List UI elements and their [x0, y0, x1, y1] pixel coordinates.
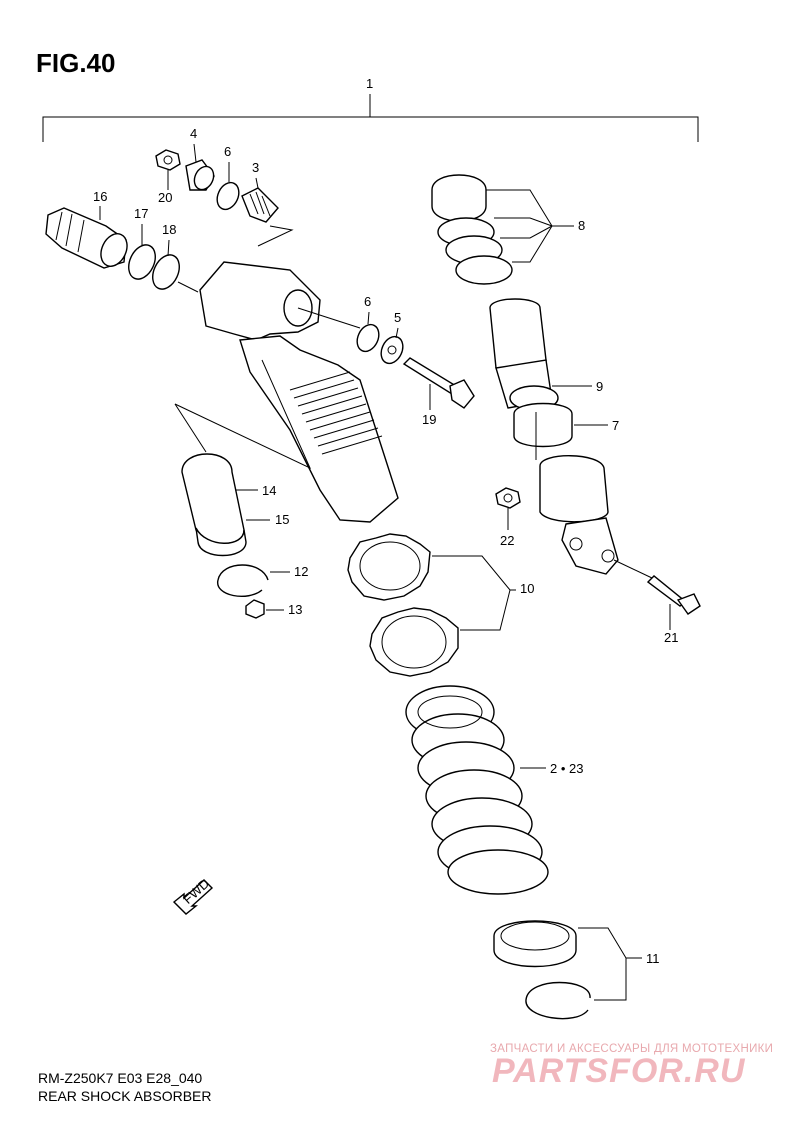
- part-5-collar: [380, 335, 404, 365]
- callout-22: 22: [500, 533, 514, 548]
- callout-16: 16: [93, 189, 107, 204]
- callout-19: 19: [422, 412, 436, 427]
- callout-4: 4: [190, 126, 197, 141]
- part-11-circlip: [525, 981, 591, 1020]
- callout-17: 17: [134, 206, 148, 221]
- callout-20: 20: [158, 190, 172, 205]
- part-20-nut: [155, 149, 181, 171]
- part-19-bolt: [402, 357, 475, 409]
- watermark-tagline: ЗАПЧАСТИ И АКСЕССУАРЫ ДЛЯ МОТОТЕХНИКИ: [490, 1043, 774, 1055]
- figure-title: FIG.40: [36, 48, 116, 78]
- part-17-o-ring: [128, 244, 156, 280]
- part-21-bolt: [646, 575, 701, 615]
- callout-11: 11: [646, 951, 660, 966]
- fwd-arrow-icon: FWD: [172, 876, 214, 915]
- callout-14: 14: [262, 483, 276, 498]
- shock-body-threads: [289, 371, 383, 455]
- part-16-compression-adjuster: [45, 207, 128, 269]
- part-2-23-spring: [405, 685, 549, 895]
- diagram-caption: REAR SHOCK ABSORBER: [38, 1088, 212, 1104]
- callout-21: 21: [664, 630, 678, 645]
- callout-9: 9: [596, 379, 603, 394]
- callout-3: 3: [252, 160, 259, 175]
- part-6-washer-lower: [356, 323, 380, 353]
- callout-1: 1: [366, 76, 373, 91]
- part-14-bladder: [181, 453, 247, 557]
- part-18-o-ring: [152, 254, 180, 290]
- callout-7: 7: [612, 418, 619, 433]
- callout-10: 10: [520, 581, 534, 596]
- part-13-nut: [245, 599, 265, 619]
- callout-18: 18: [162, 222, 176, 237]
- part-22-nut: [495, 487, 521, 509]
- callout-6b: 6: [364, 294, 371, 309]
- callout-2-23: 2 • 23: [550, 761, 583, 776]
- part-3-needle-bearing: [241, 187, 279, 223]
- part-4-collar: [185, 159, 215, 191]
- callout-12: 12: [294, 564, 308, 579]
- part-8-rings: [431, 174, 513, 285]
- watermark-logo: PARTSFOR.RU: [492, 1052, 746, 1090]
- part-10-lock-nut-upper: [347, 533, 431, 601]
- callout-13: 13: [288, 602, 302, 617]
- lower-clevis: [539, 455, 619, 575]
- part-10-lock-nut-lower: [369, 607, 459, 677]
- part-6-washer-upper: [216, 181, 240, 211]
- callout-6a: 6: [224, 144, 231, 159]
- callout-8: 8: [578, 218, 585, 233]
- part-11-spring-seat: [493, 920, 577, 968]
- callout-15: 15: [275, 512, 289, 527]
- part-12-circlip: [217, 564, 269, 597]
- part-7-ring: [513, 402, 573, 448]
- model-code: RM-Z250K7 E03 E28_040: [38, 1070, 203, 1086]
- callout-5: 5: [394, 310, 401, 325]
- part-9-damper-rod: [489, 298, 559, 411]
- assembly-bracket: [42, 94, 699, 142]
